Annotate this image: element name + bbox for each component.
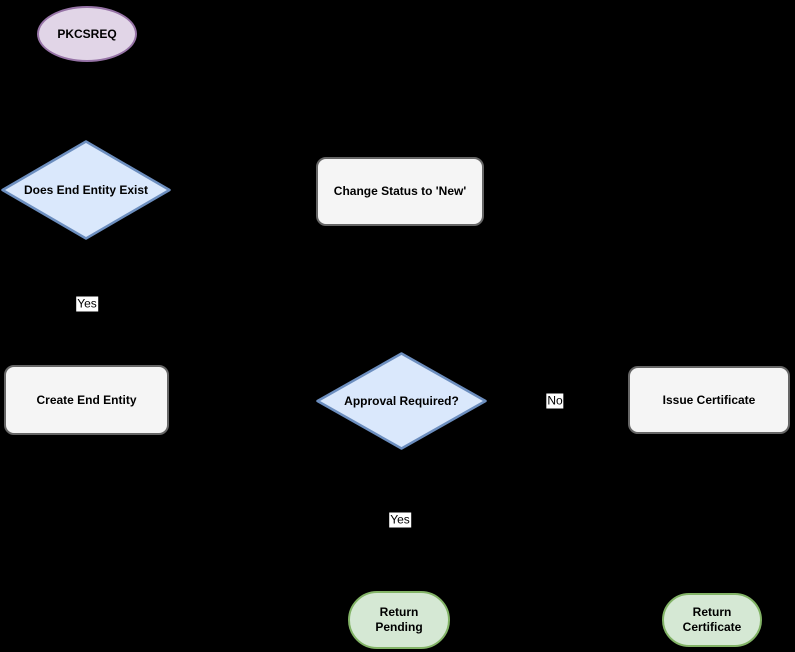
node-issue-certificate-process: Issue Certificate	[628, 366, 790, 434]
node-create-end-entity-process: Create End Entity	[4, 365, 169, 435]
node-return-certificate-label: Return Certificate	[682, 605, 742, 634]
node-approval-required-decision: Approval Required?	[316, 352, 487, 450]
node-return-pending-label: Return Pending	[375, 605, 423, 634]
node-change-status-to-new-process: Change Status to 'New'	[316, 157, 484, 226]
node-return-certificate-terminal: Return Certificate	[662, 593, 762, 647]
edge-label-yes: Yes	[76, 296, 98, 312]
node-approval-required-label: Approval Required?	[344, 393, 459, 408]
node-change-status-to-new-label: Change Status to 'New'	[333, 184, 467, 198]
node-pkcsreq-terminal: PKCSREQ	[37, 6, 137, 62]
node-create-end-entity-label: Create End Entity	[36, 392, 137, 407]
node-issue-certificate-label: Issue Certificate	[662, 392, 756, 407]
node-does-end-entity-exist-label: Does End Entity Exist	[23, 182, 149, 197]
node-does-end-entity-exist-decision: Does End Entity Exist	[1, 140, 171, 240]
diamond-shape	[316, 352, 487, 450]
edge-label-no: No	[546, 393, 564, 409]
node-pkcsreq-label: PKCSREQ	[57, 26, 117, 41]
diamond-shape	[1, 140, 171, 240]
edge-label-yes: Yes	[389, 512, 411, 528]
node-return-pending-terminal: Return Pending	[348, 591, 450, 649]
